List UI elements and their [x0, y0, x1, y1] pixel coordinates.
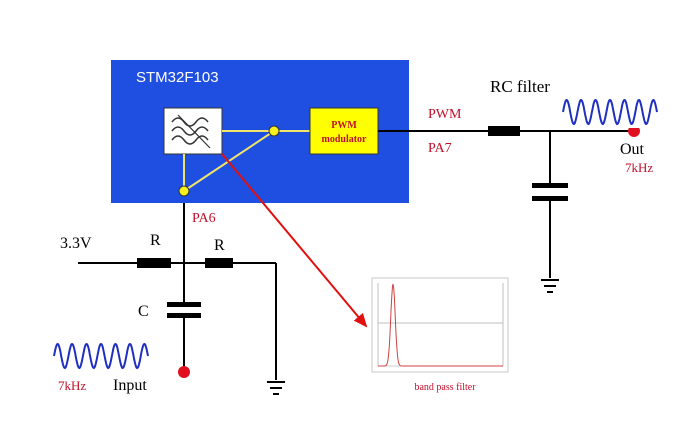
output-wiring: [378, 130, 634, 278]
rc-capacitor: [532, 183, 568, 201]
out-label: Out: [620, 141, 645, 158]
input-capacitor: [167, 302, 201, 318]
pwm-modulator-block: [309, 107, 379, 155]
mcu-title: STM32F103: [136, 69, 219, 86]
input-sine-wave: [53, 342, 149, 370]
pwm-modulator-label-1: PWM: [331, 120, 357, 131]
r2-label: R: [214, 237, 225, 254]
ground-icon: [541, 279, 559, 293]
rc-resistor: [488, 126, 520, 136]
r1-label: R: [150, 232, 161, 249]
out-freq-label: 7kHz: [625, 160, 653, 175]
input-terminal: [178, 366, 190, 378]
resistor-r2: [205, 258, 233, 268]
pwm-modulator-label-2: modulator: [322, 134, 368, 145]
input-wiring: [78, 203, 277, 380]
pa7-label: PA7: [428, 141, 452, 156]
filter-response-plot: [371, 277, 509, 373]
switch-node-bottom: [178, 185, 190, 197]
ground-icon: [267, 381, 285, 395]
rc-filter-label: RC filter: [490, 77, 550, 96]
resistor-r1: [137, 258, 171, 268]
input-freq-label: 7kHz: [58, 378, 86, 393]
input-label: Input: [113, 377, 147, 394]
pa6-label: PA6: [192, 211, 216, 226]
red-arrow: [221, 153, 368, 328]
bandpass-filter-icon: [163, 107, 223, 155]
switch-node-top: [268, 125, 280, 137]
output-sine-wave: [561, 96, 659, 128]
supply-label: 3.3V: [60, 235, 92, 252]
pwm-label: PWM: [428, 107, 462, 122]
c-label: C: [138, 303, 149, 320]
filter-plot-caption: band pass filter: [414, 382, 476, 393]
